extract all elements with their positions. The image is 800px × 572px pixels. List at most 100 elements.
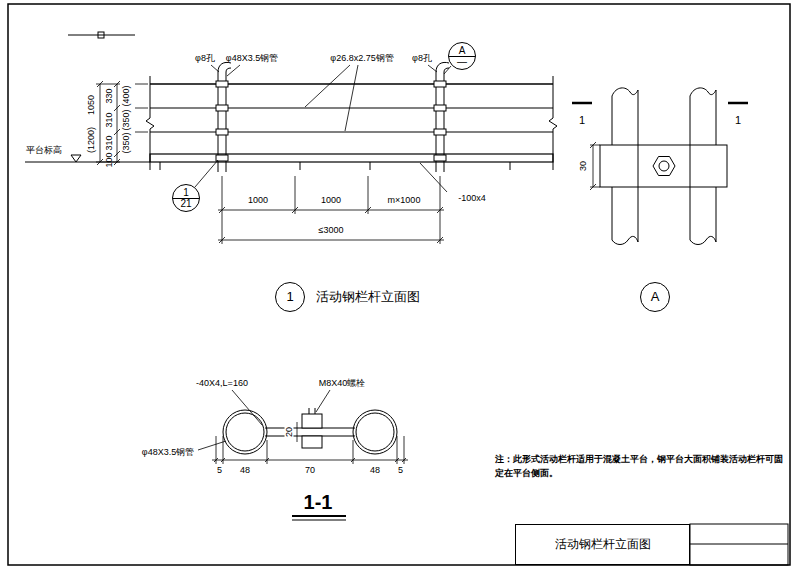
section-1-1-drawing (302, 436, 322, 448)
bolt-spec: M8X40螺栓 (319, 379, 366, 388)
section-1-1-drawing (297, 422, 298, 442)
dimension-lines (368, 176, 369, 214)
plate-spec: -100x4 (458, 194, 486, 203)
sheet-frame (690, 544, 788, 545)
section-1-1-drawing (316, 390, 330, 412)
section-1-1-drawing (353, 410, 397, 454)
sheet-frame (98, 32, 104, 38)
detail-a-drawing (659, 161, 669, 171)
detail-title-bubble: A (640, 282, 670, 312)
dimension-value: m×1000 (388, 196, 421, 205)
dimension-value: 100 (105, 152, 114, 167)
pipe-spec: φ48X3.5钢管 (226, 54, 278, 63)
dimension-value: 5 (217, 466, 222, 475)
leader-lines (211, 65, 219, 72)
section-1-1-drawing (309, 408, 310, 414)
section-1-1-drawing (198, 441, 226, 450)
sheet-frame (68, 35, 135, 36)
dimension-lines (96, 81, 444, 244)
title-block-cell: 活动钢栏杆立面图 (515, 524, 690, 565)
dimension-value: 1000 (321, 196, 341, 205)
callout-number: — (457, 56, 467, 68)
detail-a-drawing (638, 90, 639, 242)
detail-a-drawing (638, 145, 639, 187)
callout-number: A (459, 45, 466, 57)
dimension-lines (218, 240, 444, 241)
section-1-1-drawing (214, 458, 406, 462)
dimension-lines (218, 210, 444, 211)
detail-a-drawing (690, 236, 716, 244)
note-text: 注：此形式活动栏杆适用于混凝土平台，钢平台大面积铺装活动栏杆可固定在平台侧面。 (495, 452, 785, 481)
pipe-spec: φ48X3.5钢管 (142, 448, 194, 457)
railing-elevation (146, 62, 557, 172)
detail-a-drawing (600, 145, 727, 187)
section-1-1-drawing (292, 515, 346, 517)
leader-lines (428, 65, 437, 72)
railing-elevation (150, 154, 553, 162)
dimension-lines (97, 81, 103, 165)
dimension-value: (400) (122, 85, 131, 106)
title-block-text: 活动钢栏杆立面图 (555, 538, 651, 552)
dimension-value: 5 (398, 466, 403, 475)
detail-a-drawing (612, 88, 638, 96)
detail-a-drawing (690, 145, 691, 187)
section-callout: 121 (172, 184, 200, 212)
dimension-lines (100, 84, 101, 162)
view-title: 活动钢栏杆立面图 (316, 290, 420, 305)
dimension-value: 1050 (87, 95, 96, 115)
dimension-lines (117, 84, 118, 162)
dimension-lines (96, 84, 120, 85)
callout-number: A (651, 290, 660, 305)
dimension-value: (1200) (87, 127, 96, 153)
leader-lines (227, 65, 240, 76)
detail-a-drawing (590, 145, 600, 146)
dimension-lines (219, 237, 443, 243)
dimension-value: 1000 (248, 196, 268, 205)
railing-elevation (510, 162, 511, 170)
detail-a-drawing (728, 102, 748, 105)
dimension-lines (135, 132, 148, 133)
detail-a-drawing (612, 236, 638, 244)
dimension-value: 330 (105, 88, 114, 103)
railing-elevation (150, 83, 553, 85)
section-1-1-drawing (212, 460, 408, 461)
section-1-1-drawing (356, 413, 394, 451)
section-1-1-drawing (302, 414, 322, 428)
sheet-frame (690, 524, 788, 565)
hole-note: φ8孔 (195, 54, 215, 63)
detail-a-drawing (590, 187, 600, 188)
dimension-value: 20 (285, 426, 294, 438)
leader-lines (195, 65, 451, 192)
railing-elevation (549, 76, 557, 170)
railing-elevation (434, 81, 446, 87)
dimension-value: 48 (240, 466, 250, 475)
railing-elevation (150, 107, 553, 108)
railing-elevation (434, 129, 446, 135)
leader-lines (345, 65, 358, 131)
railing-elevation (146, 76, 154, 170)
dimension-lines (219, 207, 443, 213)
railing-elevation (434, 105, 446, 111)
dimension-value: 30 (579, 161, 588, 171)
leader-lines (305, 65, 350, 107)
level-label: 平台标高 (26, 146, 62, 155)
dimension-value: 310 (105, 135, 114, 150)
railing-elevation (216, 129, 228, 135)
railing-elevation (434, 155, 446, 161)
dimension-value: 310 (105, 112, 114, 127)
section-mark: 1 (735, 115, 741, 126)
leader-lines (420, 163, 447, 192)
section-1-1-drawing (226, 413, 264, 451)
railing-elevation (218, 62, 231, 72)
section-1-1-drawing (315, 408, 316, 414)
section-1-1-drawing (223, 410, 267, 454)
detail-callout: A— (448, 42, 476, 70)
section-title: 1-1 (304, 492, 333, 512)
platform-level (25, 155, 150, 162)
detail-a-drawing (690, 88, 716, 96)
railing-elevation (370, 162, 371, 170)
callout-number: 21 (180, 198, 191, 210)
dimension-lines (295, 176, 296, 214)
